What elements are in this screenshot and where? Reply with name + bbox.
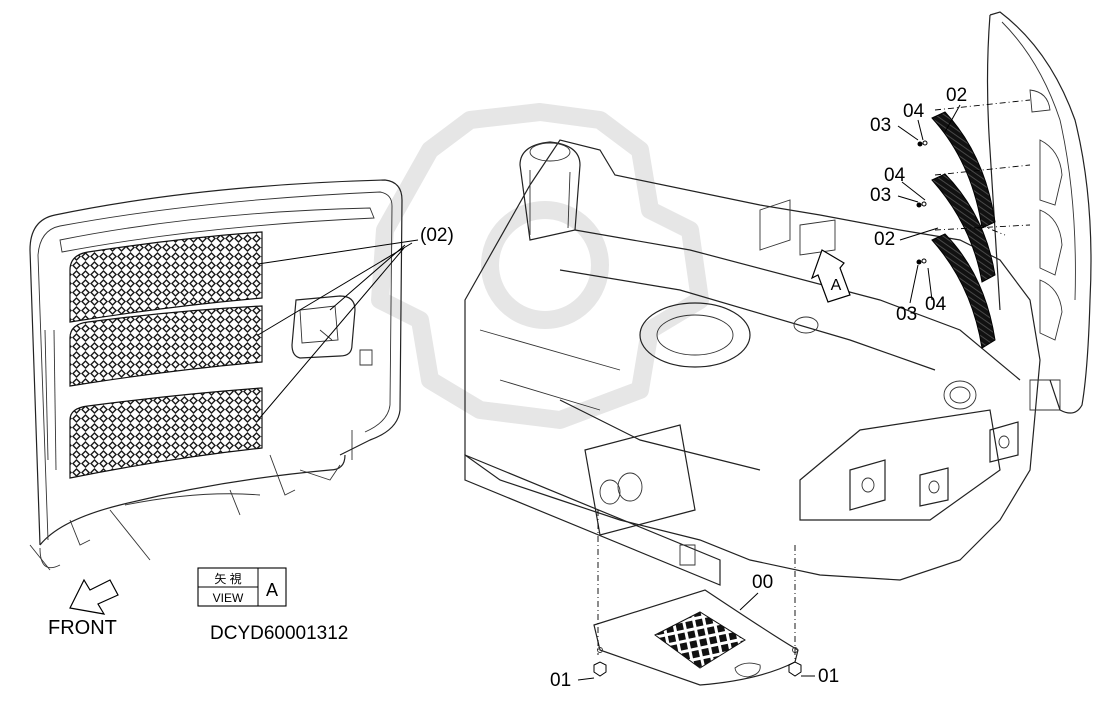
part-callouts: 00 01 01 (02) 02 02 03 04 04 03 03 04: [420, 85, 967, 691]
front-indicator: FRONT: [48, 578, 119, 639]
callout-04-a: 04: [903, 101, 925, 122]
callout-02-paren: (02): [420, 225, 454, 246]
dark-screens: [931, 111, 996, 349]
callout-01-right: 01: [818, 666, 839, 687]
callout-04-c: 04: [925, 294, 947, 315]
callout-03-c: 03: [896, 304, 917, 325]
view-kanji: 矢 視: [214, 571, 241, 586]
leader-lines: [257, 104, 961, 681]
callout-03-b: 03: [870, 185, 891, 206]
view-letter: A: [266, 580, 278, 600]
callout-02-mid: 02: [874, 229, 895, 250]
view-legend-box: 矢 視 VIEW A: [197, 567, 287, 607]
upper-frame: [464, 139, 1061, 586]
assembly-lines: [597, 99, 1031, 660]
front-label: FRONT: [48, 617, 117, 639]
callout-01-left: 01: [550, 670, 571, 691]
bolts-washers: [916, 140, 928, 265]
callout-04-b: 04: [884, 165, 906, 186]
callout-03-a: 03: [870, 115, 891, 136]
view-word: VIEW: [213, 591, 244, 605]
callout-02-top: 02: [946, 85, 967, 106]
view-a-marker: A: [810, 249, 851, 303]
callout-00: 00: [752, 572, 773, 593]
view-a-marker-letter: A: [831, 277, 842, 294]
front-arrow-icon: [69, 578, 119, 615]
under-cover: [593, 589, 802, 686]
engine-hood: [29, 179, 403, 571]
watermark: [371, 103, 709, 429]
drawing-code: DCYD60001312: [210, 623, 348, 644]
counterweight: [986, 11, 1092, 414]
